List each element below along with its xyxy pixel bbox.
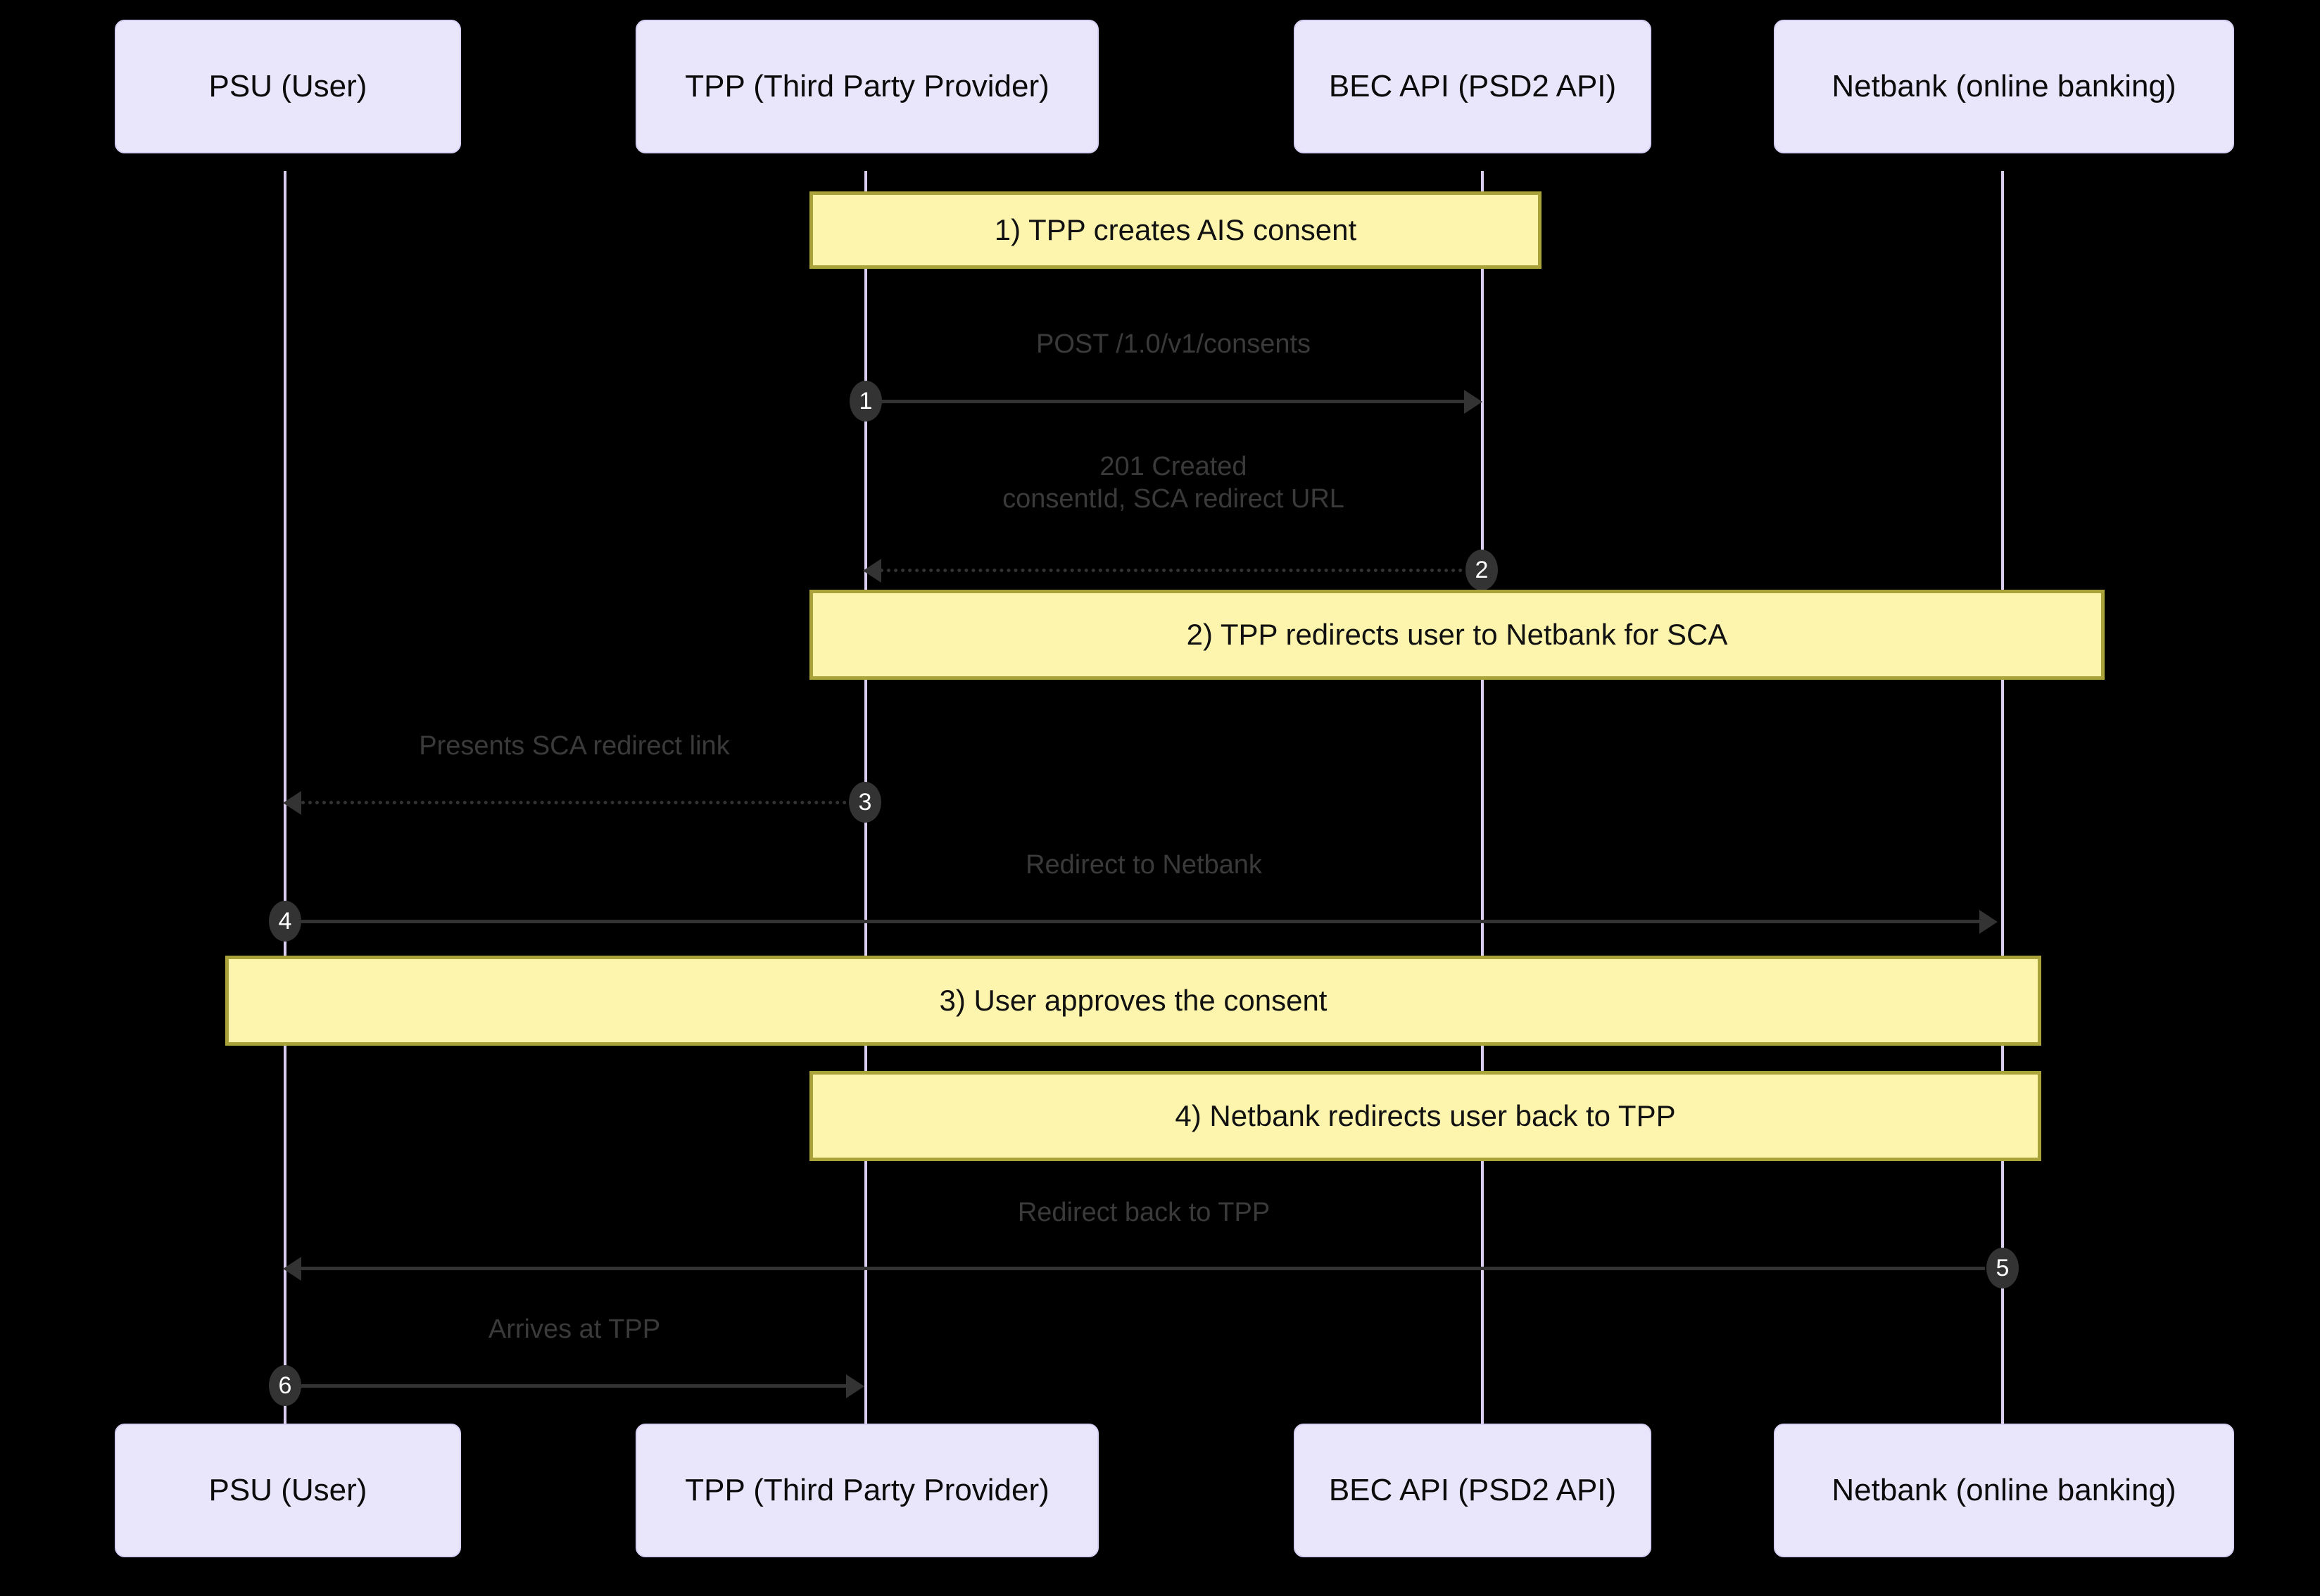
actor-box-netbank-top[interactable]: Netbank (online banking) [1774,20,2234,153]
message-label-1: POST /1.0/v1/consents [1035,329,1311,359]
message-line-4 [301,920,1984,923]
message-arrowhead-6 [846,1374,864,1398]
actor-box-tpp-top[interactable]: TPP (Third Party Provider) [636,20,1099,153]
message-seq-badge-3: 3 [849,782,881,823]
message-seq-badge-5: 5 [1986,1248,2019,1288]
message-seq-badge-1: 1 [850,381,882,422]
note-user-approves-consent: 3) User approves the consent [225,956,2041,1046]
message-seq-badge-4: 4 [269,901,301,942]
message-arrowhead-5 [283,1257,301,1281]
lifeline-bec [1481,171,1484,1424]
actor-box-bec-top[interactable]: BEC API (PSD2 API) [1294,20,1651,153]
message-line-2 [880,569,1470,572]
message-line-3 [301,801,861,804]
note-tpp-creates-ais-consent: 1) TPP creates AIS consent [809,191,1542,269]
message-seq-badge-2: 2 [1465,550,1498,590]
message-label-3: Presents SCA redirect link [419,731,730,761]
message-line-1 [866,400,1468,403]
message-line-5 [301,1267,1985,1270]
actor-box-netbank-bottom[interactable]: Netbank (online banking) [1774,1424,2234,1557]
lifeline-netbank [2001,171,2004,1424]
message-label-6: Arrives at TPP [488,1315,661,1344]
message-label-2: 201 Created consentId, SCA redirect URL [1002,452,1344,514]
message-arrowhead-4 [1979,910,1998,934]
message-line-6 [301,1384,850,1388]
actor-box-psu-top[interactable]: PSU (User) [115,20,461,153]
message-label-4: Redirect to Netbank [1026,850,1262,880]
actor-box-bec-bottom[interactable]: BEC API (PSD2 API) [1294,1424,1651,1557]
actor-box-psu-bottom[interactable]: PSU (User) [115,1424,461,1557]
message-label-5: Redirect back to TPP [1017,1198,1271,1227]
message-arrowhead-1 [1464,390,1482,414]
message-arrowhead-2 [863,559,881,583]
message-seq-badge-6: 6 [269,1365,301,1406]
message-arrowhead-3 [283,791,301,815]
actor-box-tpp-bottom[interactable]: TPP (Third Party Provider) [636,1424,1099,1557]
note-tpp-redirects-user-to-netbank: 2) TPP redirects user to Netbank for SCA [809,590,2105,680]
note-netbank-redirects-back-to-tpp: 4) Netbank redirects user back to TPP [809,1071,2041,1161]
